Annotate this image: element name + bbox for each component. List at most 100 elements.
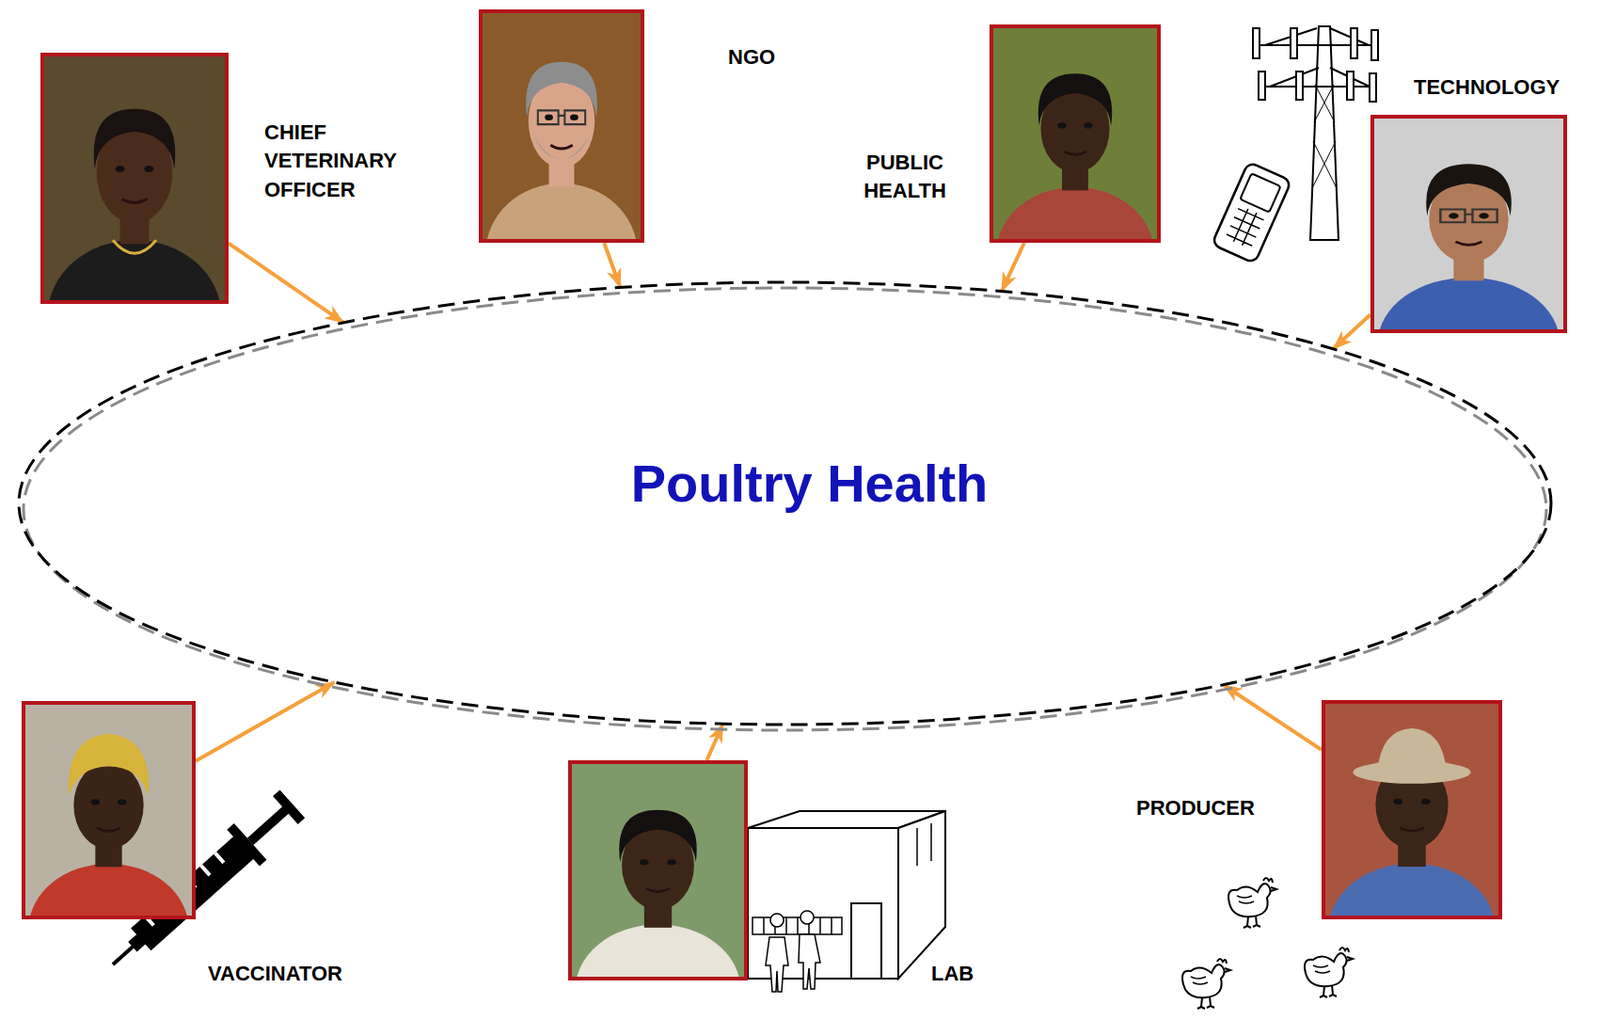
stakeholder-label: PRODUCER	[1136, 793, 1297, 823]
photo-necklace	[112, 239, 157, 254]
photo-shoulders	[575, 923, 742, 977]
syringe-needle	[112, 945, 134, 965]
photo-frame: VACCINATOR	[21, 700, 196, 919]
antenna	[1258, 71, 1266, 100]
people-figures	[765, 910, 821, 992]
photo-hair	[618, 809, 697, 863]
label-group: PUBLIC HEALTH	[846, 148, 964, 206]
dashed-ellipse-shadow	[23, 287, 1547, 730]
stakeholder-label: VACCINATOR	[207, 959, 387, 988]
phone-screen	[1239, 173, 1281, 212]
building-door	[851, 902, 882, 979]
photo-shoulders	[996, 187, 1154, 239]
photo-beard	[533, 134, 590, 159]
photo-frame: TECHNOLOGY	[1370, 114, 1568, 333]
center-title: Poultry Health	[631, 452, 989, 514]
person-figure	[765, 913, 789, 992]
chicken	[1304, 947, 1353, 998]
photo-eye	[117, 798, 127, 805]
phone-keypad	[1224, 205, 1266, 250]
portrait-photo	[44, 56, 225, 301]
label-group: TECHNOLOGY	[1413, 73, 1593, 102]
photo-eye	[1083, 122, 1093, 128]
photo-glasses	[538, 110, 586, 125]
arrow-connector	[603, 242, 620, 287]
tower-arm	[1255, 28, 1379, 87]
photo-eye	[1058, 122, 1067, 128]
photo-mouth	[96, 827, 121, 831]
antenna	[1296, 71, 1303, 100]
portrait-photo	[1325, 703, 1499, 916]
photo-eye	[91, 798, 100, 805]
photo-mouth	[1455, 241, 1482, 245]
photo-headscarf	[68, 733, 149, 795]
portrait-photo	[482, 13, 641, 239]
stakeholder-label: TECHNOLOGY	[1413, 73, 1593, 102]
stakeholder-label: PUBLIC HEALTH	[846, 148, 964, 206]
photo-hat-brim	[1352, 760, 1471, 784]
stakeholder-label: LAB	[931, 959, 1007, 988]
photo-hair	[1038, 73, 1112, 126]
photo-eye	[570, 113, 579, 121]
photo-eye	[1421, 798, 1431, 805]
photo-hair	[94, 109, 176, 170]
photo-head	[73, 760, 143, 849]
photo-eye	[666, 858, 677, 865]
photo-eye	[1393, 798, 1403, 805]
building-side-window	[917, 823, 932, 866]
arrow-connector	[1223, 684, 1322, 750]
arrow-connector	[195, 681, 335, 761]
ellipse-node: Poultry Health	[15, 274, 1555, 732]
antenna	[1252, 28, 1260, 59]
photo-hair	[1425, 163, 1512, 216]
antenna	[1371, 30, 1379, 61]
photo-mouth	[1399, 827, 1425, 831]
portrait-photo	[993, 28, 1157, 239]
antenna	[1346, 71, 1354, 100]
stakeholder-label: NGO	[728, 43, 841, 72]
stakeholder-label: CHIEF VETERINARY OFFICER	[264, 118, 434, 205]
photo-eye	[1478, 212, 1489, 219]
photo-eye	[1448, 212, 1458, 219]
chicken	[1228, 877, 1277, 928]
label-group: CHIEF VETERINARY OFFICER	[264, 118, 434, 205]
photo-eye	[143, 165, 154, 173]
mobile-phone	[1211, 161, 1292, 264]
photo-shoulders	[1329, 863, 1496, 916]
photo-shoulders	[29, 863, 190, 916]
label-group: NGO	[728, 43, 841, 72]
photo-mouth	[646, 887, 671, 891]
portrait-photo	[571, 763, 745, 977]
phone-body	[1211, 161, 1292, 264]
label-group: PRODUCER	[1136, 793, 1297, 823]
photo-mouth	[550, 144, 573, 149]
portrait-photo	[25, 704, 192, 916]
label-group: VACCINATOR	[207, 959, 387, 988]
building-windows	[752, 917, 842, 935]
antenna	[1369, 73, 1377, 102]
arrow-connector	[1332, 314, 1371, 349]
photo-hair	[525, 62, 598, 118]
photo-frame: PRODUCER	[1321, 699, 1503, 919]
tower-lattice	[1312, 84, 1337, 189]
portrait-photo	[1374, 118, 1564, 330]
photo-frame: CHIEF VETERINARY OFFICER	[40, 52, 229, 304]
syringe-handle	[272, 789, 305, 824]
antenna	[1350, 28, 1358, 59]
photo-shoulders	[1378, 277, 1560, 330]
building-side	[898, 810, 946, 979]
photo-mouth	[1063, 151, 1087, 155]
arrow-connector	[1001, 242, 1025, 292]
person-figure	[798, 910, 821, 989]
photo-glasses	[1440, 208, 1497, 222]
arrow-connector	[228, 243, 344, 323]
photo-shoulders	[47, 239, 222, 301]
syringe-plunger	[247, 805, 290, 845]
chicken	[1182, 958, 1231, 1009]
photo-frame: PUBLIC HEALTH	[989, 24, 1161, 243]
photo-mouth	[122, 198, 148, 203]
photo-frame: NGO	[478, 9, 645, 243]
photo-eye	[544, 113, 554, 121]
label-group: LAB	[931, 959, 1007, 988]
